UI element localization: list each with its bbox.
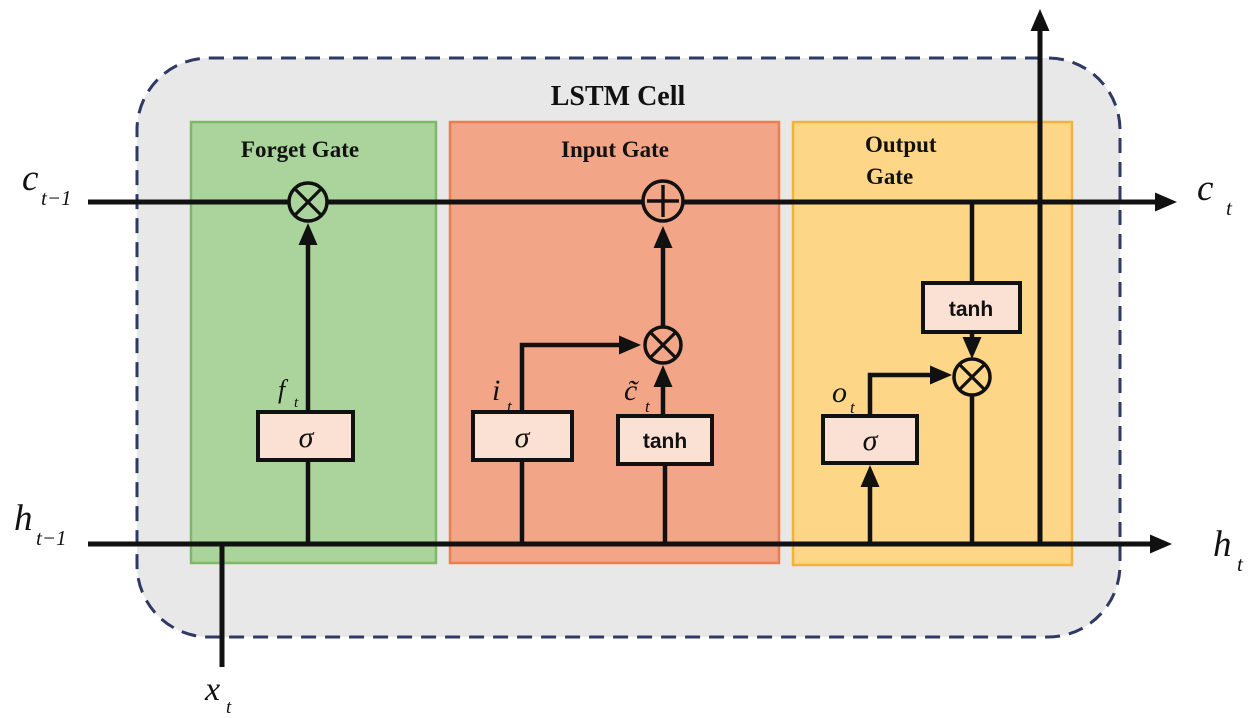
output-tanh-label: tanh [949,298,993,321]
diagram-title: LSTM Cell [551,81,686,112]
forget-multiply-icon [287,181,329,223]
input-gate-title: Input Gate [561,137,669,162]
cell-state-in-label: c t−1 [22,158,72,210]
hidden-state-in-label: h t−1 [14,498,67,550]
input-sigma-to-multiply-elbow [519,335,641,412]
svg-text:h: h [1213,524,1232,565]
input-signal-label: i t [492,374,513,416]
candidate-tanh-box [616,414,714,466]
svg-text:i: i [492,374,500,407]
forget-gate-title: Forget Gate [241,137,359,162]
svg-text:c̃: c̃ [624,374,639,407]
svg-text:t: t [507,397,513,416]
svg-text:t: t [294,395,299,411]
input-gate-panel [448,120,781,565]
output-gate-panel [791,120,1074,567]
svg-text:f: f [278,375,289,404]
cell-state-out-label: c t [1197,168,1233,220]
svg-text:t: t [1237,552,1244,576]
svg-text:t: t [1226,196,1233,220]
svg-text:x: x [204,671,220,708]
svg-text:t−1: t−1 [36,526,67,550]
output-sigma-to-multiply-elbow [867,365,952,416]
input-add-icon [641,179,685,223]
candidate-tanh-label: tanh [643,430,687,453]
output-multiply-icon [952,357,992,397]
forget-sigma-box [256,410,355,462]
svg-text:t−1: t−1 [41,186,72,210]
input-sigma-label: σ [515,421,531,454]
output-sigma-box [821,414,919,465]
output-gate-title-line2: Gate [866,164,913,189]
candidate-signal-label: c̃ t [624,374,651,416]
svg-text:t: t [850,398,856,417]
output-gate-title-line1: Output [865,132,937,157]
input-sigma-box [471,410,574,462]
input-multiply-icon [643,325,683,365]
svg-text:t: t [645,397,651,416]
hidden-state-out-label: h t [1213,524,1244,576]
input-vector-label: x t [204,671,232,718]
svg-text:c: c [22,158,39,199]
svg-text:h: h [14,498,33,539]
output-signal-label: o t [832,376,856,417]
forget-signal-label: f t [278,375,299,411]
svg-text:c: c [1197,168,1214,209]
svg-text:t: t [226,697,232,718]
output-tanh-box [921,281,1022,334]
svg-text:o: o [832,376,847,409]
output-sigma-label: σ [863,424,879,457]
forget-sigma-label: σ [299,421,315,454]
